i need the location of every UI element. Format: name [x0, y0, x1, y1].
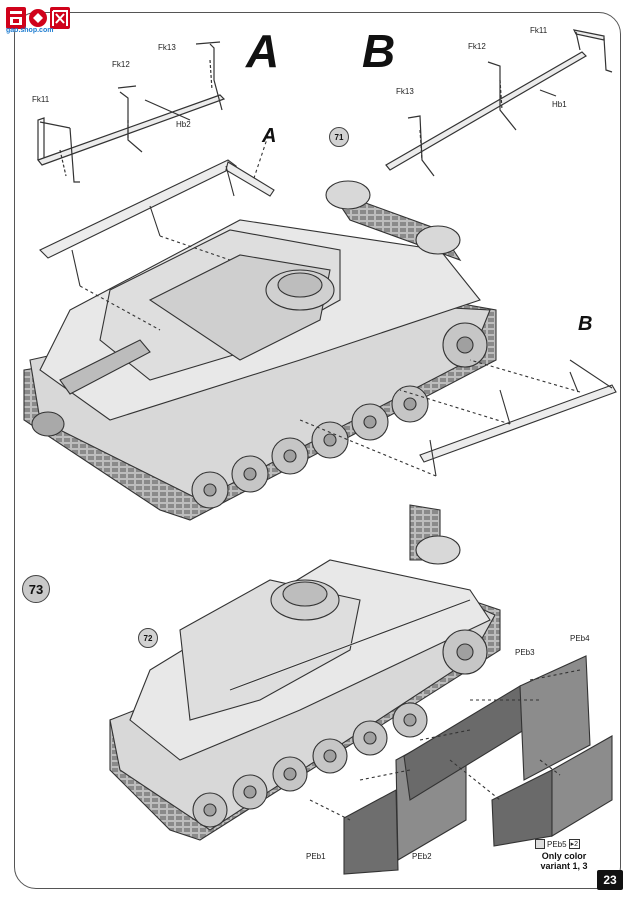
page-number: 23	[597, 870, 623, 890]
rail-hb1-assembly	[385, 29, 613, 177]
label-hb2: Hb2	[176, 120, 191, 129]
label-peb1: PEb1	[306, 852, 326, 861]
variant-note-line2: variant 1, 3	[540, 861, 588, 872]
callout-b: B	[578, 313, 593, 335]
plate-peb1	[343, 789, 399, 875]
ref-step-71: 71	[329, 127, 349, 147]
label-fk11-left: Fk11	[32, 95, 50, 104]
label-peb5: PEb5	[547, 839, 567, 849]
ref-step-72: 72	[138, 628, 158, 648]
plate-peb5-b	[551, 735, 613, 837]
label-peb2: PEb2	[412, 852, 432, 861]
variant-letter-b: B	[362, 25, 396, 77]
plate-peb4	[519, 655, 591, 781]
label-fk13-left: Fk13	[158, 43, 176, 52]
label-hb1: Hb1	[552, 100, 567, 109]
plate-peb5-a	[491, 769, 553, 847]
variant-letter-a: A	[246, 25, 280, 77]
watermark-site-text: gao.shop.com	[6, 27, 54, 34]
label-fk12-left: Fk12	[112, 60, 130, 69]
label-fk11-right: Fk11	[530, 26, 548, 35]
label-peb4: PEb4	[570, 634, 590, 643]
quantity-arrow-icon: ▸	[570, 841, 575, 848]
peb5-reference: PEb5 ▸2	[535, 839, 580, 849]
callout-a: A	[262, 125, 277, 147]
watermark-logo	[4, 4, 74, 38]
variant-note: Only color variant 1, 3	[528, 851, 600, 872]
variant-note-line1: Only color	[541, 851, 587, 861]
vehicle-step-72	[23, 129, 617, 521]
step-number-73: 73	[22, 575, 50, 603]
vehicle-step-73	[109, 504, 613, 875]
rail-hb2-assembly	[37, 41, 226, 183]
photo-etch-icon	[535, 839, 545, 849]
quantity-badge: ▸2	[568, 839, 580, 849]
label-fk12-right: Fk12	[468, 42, 486, 51]
peb5-quantity: 2	[574, 840, 578, 848]
label-peb3: PEb3	[515, 648, 535, 657]
page-frame	[14, 12, 621, 889]
label-fk13-right: Fk13	[396, 87, 414, 96]
